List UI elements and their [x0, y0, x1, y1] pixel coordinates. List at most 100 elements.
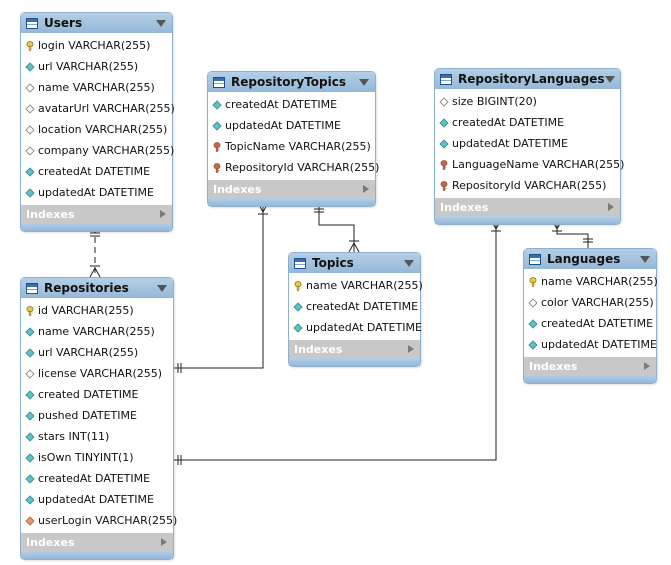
expand-arrow-icon[interactable]: [644, 362, 650, 370]
table-header[interactable]: RepositoryLanguages: [435, 69, 620, 89]
table-column[interactable]: updatedAt DATETIME: [289, 317, 422, 338]
relationship-line[interactable]: [172, 203, 264, 369]
relationship-line[interactable]: [556, 220, 589, 248]
table-column[interactable]: color VARCHAR(255): [524, 292, 656, 313]
collapse-caret-icon[interactable]: [404, 259, 414, 267]
table-icon: [440, 73, 452, 85]
column-diamond-icon: [528, 318, 538, 329]
cardinality-many-mark: [353, 242, 360, 253]
column-label: url VARCHAR(255): [38, 60, 139, 73]
column-label: createdAt DATETIME: [452, 116, 565, 129]
table-header[interactable]: Languages: [524, 249, 656, 269]
indexes-section[interactable]: Indexes: [289, 340, 420, 358]
table-column[interactable]: location VARCHAR(255): [21, 119, 172, 140]
column-label: updatedAt DATETIME: [225, 119, 341, 132]
column-label: createdAt DATETIME: [225, 98, 338, 111]
column-label: stars INT(11): [38, 430, 110, 443]
table-repositorytopics[interactable]: RepositoryTopics createdAt DATETIME update…: [207, 71, 379, 207]
relationship-line[interactable]: [318, 203, 355, 252]
table-column[interactable]: isOwn TINYINT(1): [21, 447, 173, 468]
table-column[interactable]: id VARCHAR(255): [21, 300, 173, 321]
indexes-section[interactable]: Indexes: [21, 205, 172, 223]
collapse-caret-icon[interactable]: [359, 78, 369, 86]
table-column[interactable]: avatarUrl VARCHAR(255): [21, 98, 175, 119]
primary-key-icon: [25, 40, 35, 51]
indexes-section[interactable]: Indexes: [21, 533, 173, 551]
expand-arrow-icon[interactable]: [161, 538, 167, 546]
nullable-column-diamond-icon: [25, 103, 35, 114]
primary-key-icon: [25, 305, 35, 316]
table-topics[interactable]: Topics name VARCHAR(255)createdAt DATETIM…: [288, 252, 423, 367]
column-label: url VARCHAR(255): [38, 346, 139, 359]
relationship-repositories-repositorytopics[interactable]: [172, 202, 269, 373]
column-diamond-icon: [212, 120, 222, 131]
table-column[interactable]: createdAt DATETIME: [524, 313, 656, 334]
indexes-section[interactable]: Indexes: [208, 180, 375, 198]
relationship-topics-repositorytopics[interactable]: [314, 203, 360, 253]
table-column[interactable]: createdAt DATETIME: [208, 94, 375, 115]
table-column[interactable]: RepositoryId VARCHAR(255): [435, 175, 620, 196]
table-column[interactable]: company VARCHAR(255): [21, 140, 175, 161]
table-column[interactable]: stars INT(11): [21, 426, 173, 447]
collapse-caret-icon[interactable]: [604, 75, 615, 83]
column-label: login VARCHAR(255): [38, 39, 151, 52]
table-name: Topics: [312, 256, 354, 270]
expand-arrow-icon[interactable]: [363, 185, 369, 193]
table-header[interactable]: RepositoryTopics: [208, 72, 375, 92]
table-column[interactable]: updatedAt DATETIME: [435, 133, 620, 154]
table-column[interactable]: userLogin VARCHAR(255): [21, 510, 177, 531]
table-column[interactable]: updatedAt DATETIME: [21, 489, 173, 510]
table-column[interactable]: updatedAt DATETIME: [524, 334, 657, 355]
table-column[interactable]: url VARCHAR(255): [21, 56, 172, 77]
table-column[interactable]: createdAt DATETIME: [21, 161, 172, 182]
column-label: name VARCHAR(255): [38, 81, 155, 94]
column-label: company VARCHAR(255): [38, 144, 175, 157]
table-column[interactable]: size BIGINT(20): [435, 91, 620, 112]
table-column[interactable]: createdAt DATETIME: [289, 296, 420, 317]
column-list: login VARCHAR(255) url VARCHAR(255) name V…: [21, 33, 175, 205]
expand-arrow-icon[interactable]: [408, 345, 414, 353]
table-header[interactable]: Topics: [289, 253, 420, 273]
table-column[interactable]: login VARCHAR(255): [21, 35, 172, 56]
indexes-section[interactable]: Indexes: [524, 357, 656, 375]
table-name: Users: [44, 16, 83, 30]
collapse-caret-icon[interactable]: [156, 19, 166, 27]
column-list: createdAt DATETIME updatedAt DATETIME Topi…: [208, 92, 379, 180]
table-column[interactable]: url VARCHAR(255): [21, 342, 173, 363]
column-diamond-icon: [25, 452, 35, 463]
table-column[interactable]: name VARCHAR(255): [21, 321, 173, 342]
table-column[interactable]: createdAt DATETIME: [435, 112, 620, 133]
table-column[interactable]: name VARCHAR(255): [21, 77, 172, 98]
table-column[interactable]: created DATETIME: [21, 384, 173, 405]
table-column[interactable]: createdAt DATETIME: [21, 468, 173, 489]
relationship-users-repositories[interactable]: [89, 227, 101, 278]
table-column[interactable]: LanguageName VARCHAR(255): [435, 154, 624, 175]
table-users[interactable]: Users login VARCHAR(255) url VARCHAR(255) n…: [20, 12, 175, 232]
expand-arrow-icon[interactable]: [608, 203, 614, 211]
table-column[interactable]: pushed DATETIME: [21, 405, 173, 426]
table-header[interactable]: Repositories: [21, 278, 173, 298]
table-column[interactable]: name VARCHAR(255): [524, 271, 658, 292]
relationship-languages-repositorylanguages[interactable]: [551, 219, 593, 248]
table-column[interactable]: TopicName VARCHAR(255): [208, 136, 375, 157]
expand-arrow-icon[interactable]: [160, 210, 166, 218]
table-column[interactable]: RepositoryId VARCHAR(255): [208, 157, 379, 178]
column-diamond-icon: [212, 99, 222, 110]
table-column[interactable]: updatedAt DATETIME: [21, 182, 172, 203]
table-header[interactable]: Users: [21, 13, 172, 33]
collapse-caret-icon[interactable]: [157, 284, 167, 292]
column-diamond-icon: [25, 187, 35, 198]
table-column[interactable]: updatedAt DATETIME: [208, 115, 375, 136]
collapse-caret-icon[interactable]: [640, 255, 650, 263]
column-label: created DATETIME: [38, 388, 139, 401]
table-column[interactable]: license VARCHAR(255): [21, 363, 173, 384]
table-column[interactable]: name VARCHAR(255): [289, 275, 423, 296]
relationship-line[interactable]: [172, 220, 497, 461]
primary-key-icon: [528, 276, 538, 287]
indexes-section[interactable]: Indexes: [435, 198, 620, 216]
